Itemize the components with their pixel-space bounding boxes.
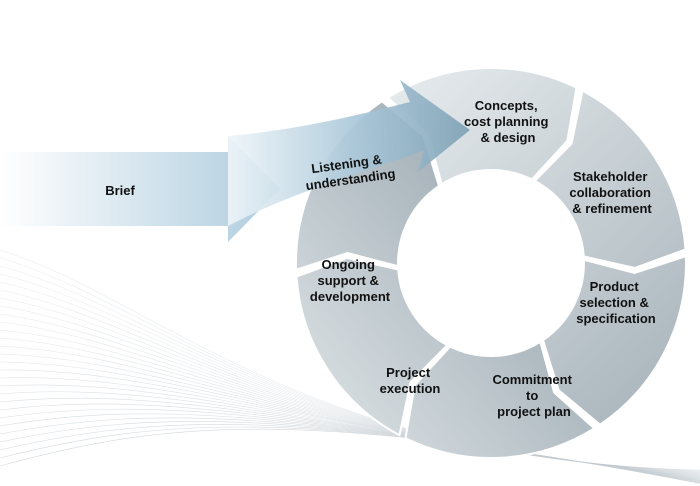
- wave-line: [0, 281, 700, 473]
- cycle-step-label: Project execution: [380, 365, 441, 396]
- cycle-step-label: Product selection & specification: [576, 279, 656, 326]
- wave-line: [0, 265, 700, 472]
- cycle-step-label: Commitment to project plan: [492, 372, 575, 419]
- wave-line: [0, 257, 700, 471]
- brief-label: Brief: [105, 183, 135, 198]
- cycle-step-label: Ongoing support & development: [310, 257, 391, 304]
- wave-line: [0, 249, 700, 471]
- wave-line: [0, 421, 700, 483]
- wave-line: [0, 428, 700, 484]
- wave-line: [0, 297, 700, 474]
- wave-line: [0, 273, 700, 472]
- wave-line: [0, 417, 700, 482]
- wave-line: [0, 426, 700, 484]
- cycle-center-hole: [398, 170, 584, 356]
- wave-line: [0, 289, 700, 473]
- background-wave-lines: [0, 249, 700, 484]
- wave-line: [0, 424, 700, 483]
- cycle-step-label: Concepts, cost planning & design: [464, 98, 552, 145]
- cycle-step-label: Stakeholder collaboration & refinement: [569, 169, 654, 216]
- brief-arrow: [0, 136, 280, 242]
- listening-arrow: [228, 80, 470, 226]
